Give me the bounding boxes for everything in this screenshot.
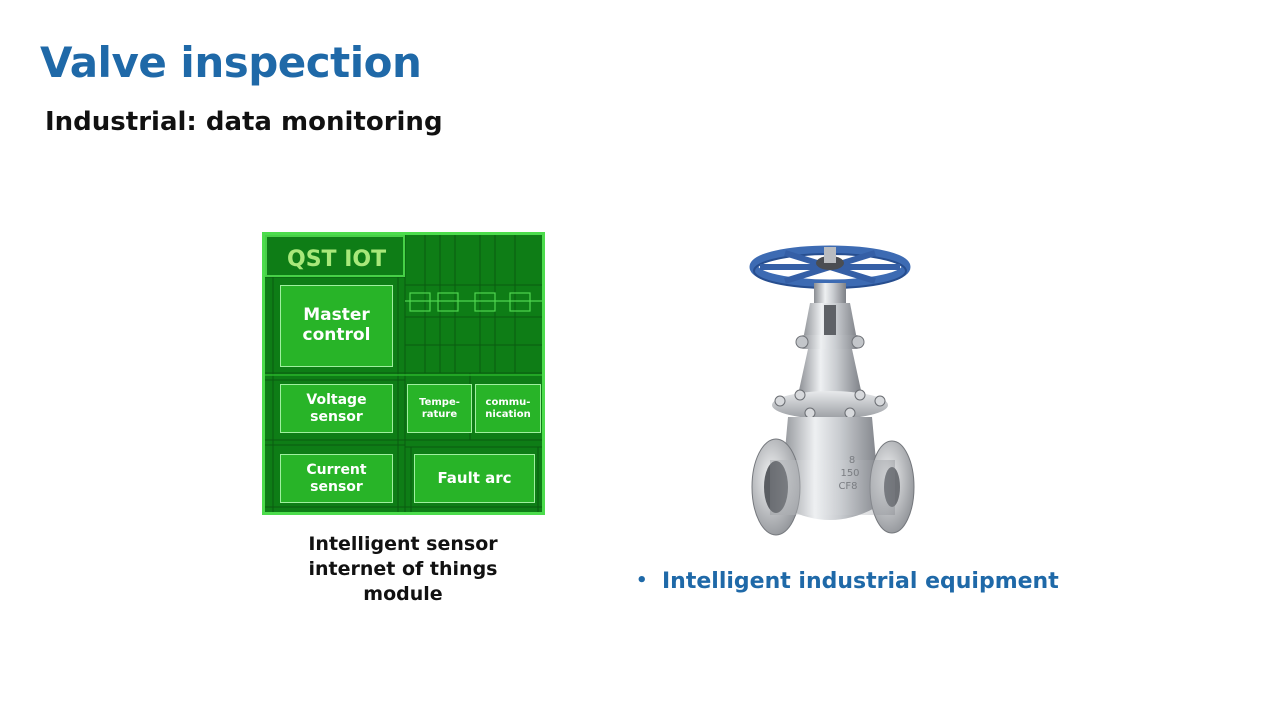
bullet-icon: •	[636, 570, 648, 591]
valve-marking-size: 8	[849, 455, 855, 466]
iot-module-board: QST IOT Master control Voltage sensor Cu…	[262, 232, 545, 515]
temperature-block: Tempe- rature	[407, 384, 472, 433]
voltage-sensor-block: Voltage sensor	[280, 384, 393, 433]
slide-title: Valve inspection	[40, 38, 422, 87]
module-caption: Intelligent sensor internet of things mo…	[308, 533, 498, 605]
valve-marking-class: 150	[840, 468, 859, 479]
fault-arc-block: Fault arc	[414, 454, 535, 503]
gate-valve-image: 8 150 CF8	[749, 245, 915, 536]
communication-block: commu- nication	[475, 384, 541, 433]
equipment-label: Intelligent industrial equipment	[662, 569, 1059, 594]
circuit-pattern	[265, 235, 542, 512]
current-sensor-block: Current sensor	[280, 454, 393, 503]
slide-subtitle: Industrial: data monitoring	[45, 107, 443, 137]
master-control-block: Master control	[280, 285, 393, 367]
equipment-bullet-item: • Intelligent industrial equipment	[636, 569, 1059, 594]
module-brand-label: QST IOT	[287, 247, 387, 272]
handwheel-icon	[749, 245, 911, 289]
valve-marking-material: CF8	[838, 481, 857, 492]
